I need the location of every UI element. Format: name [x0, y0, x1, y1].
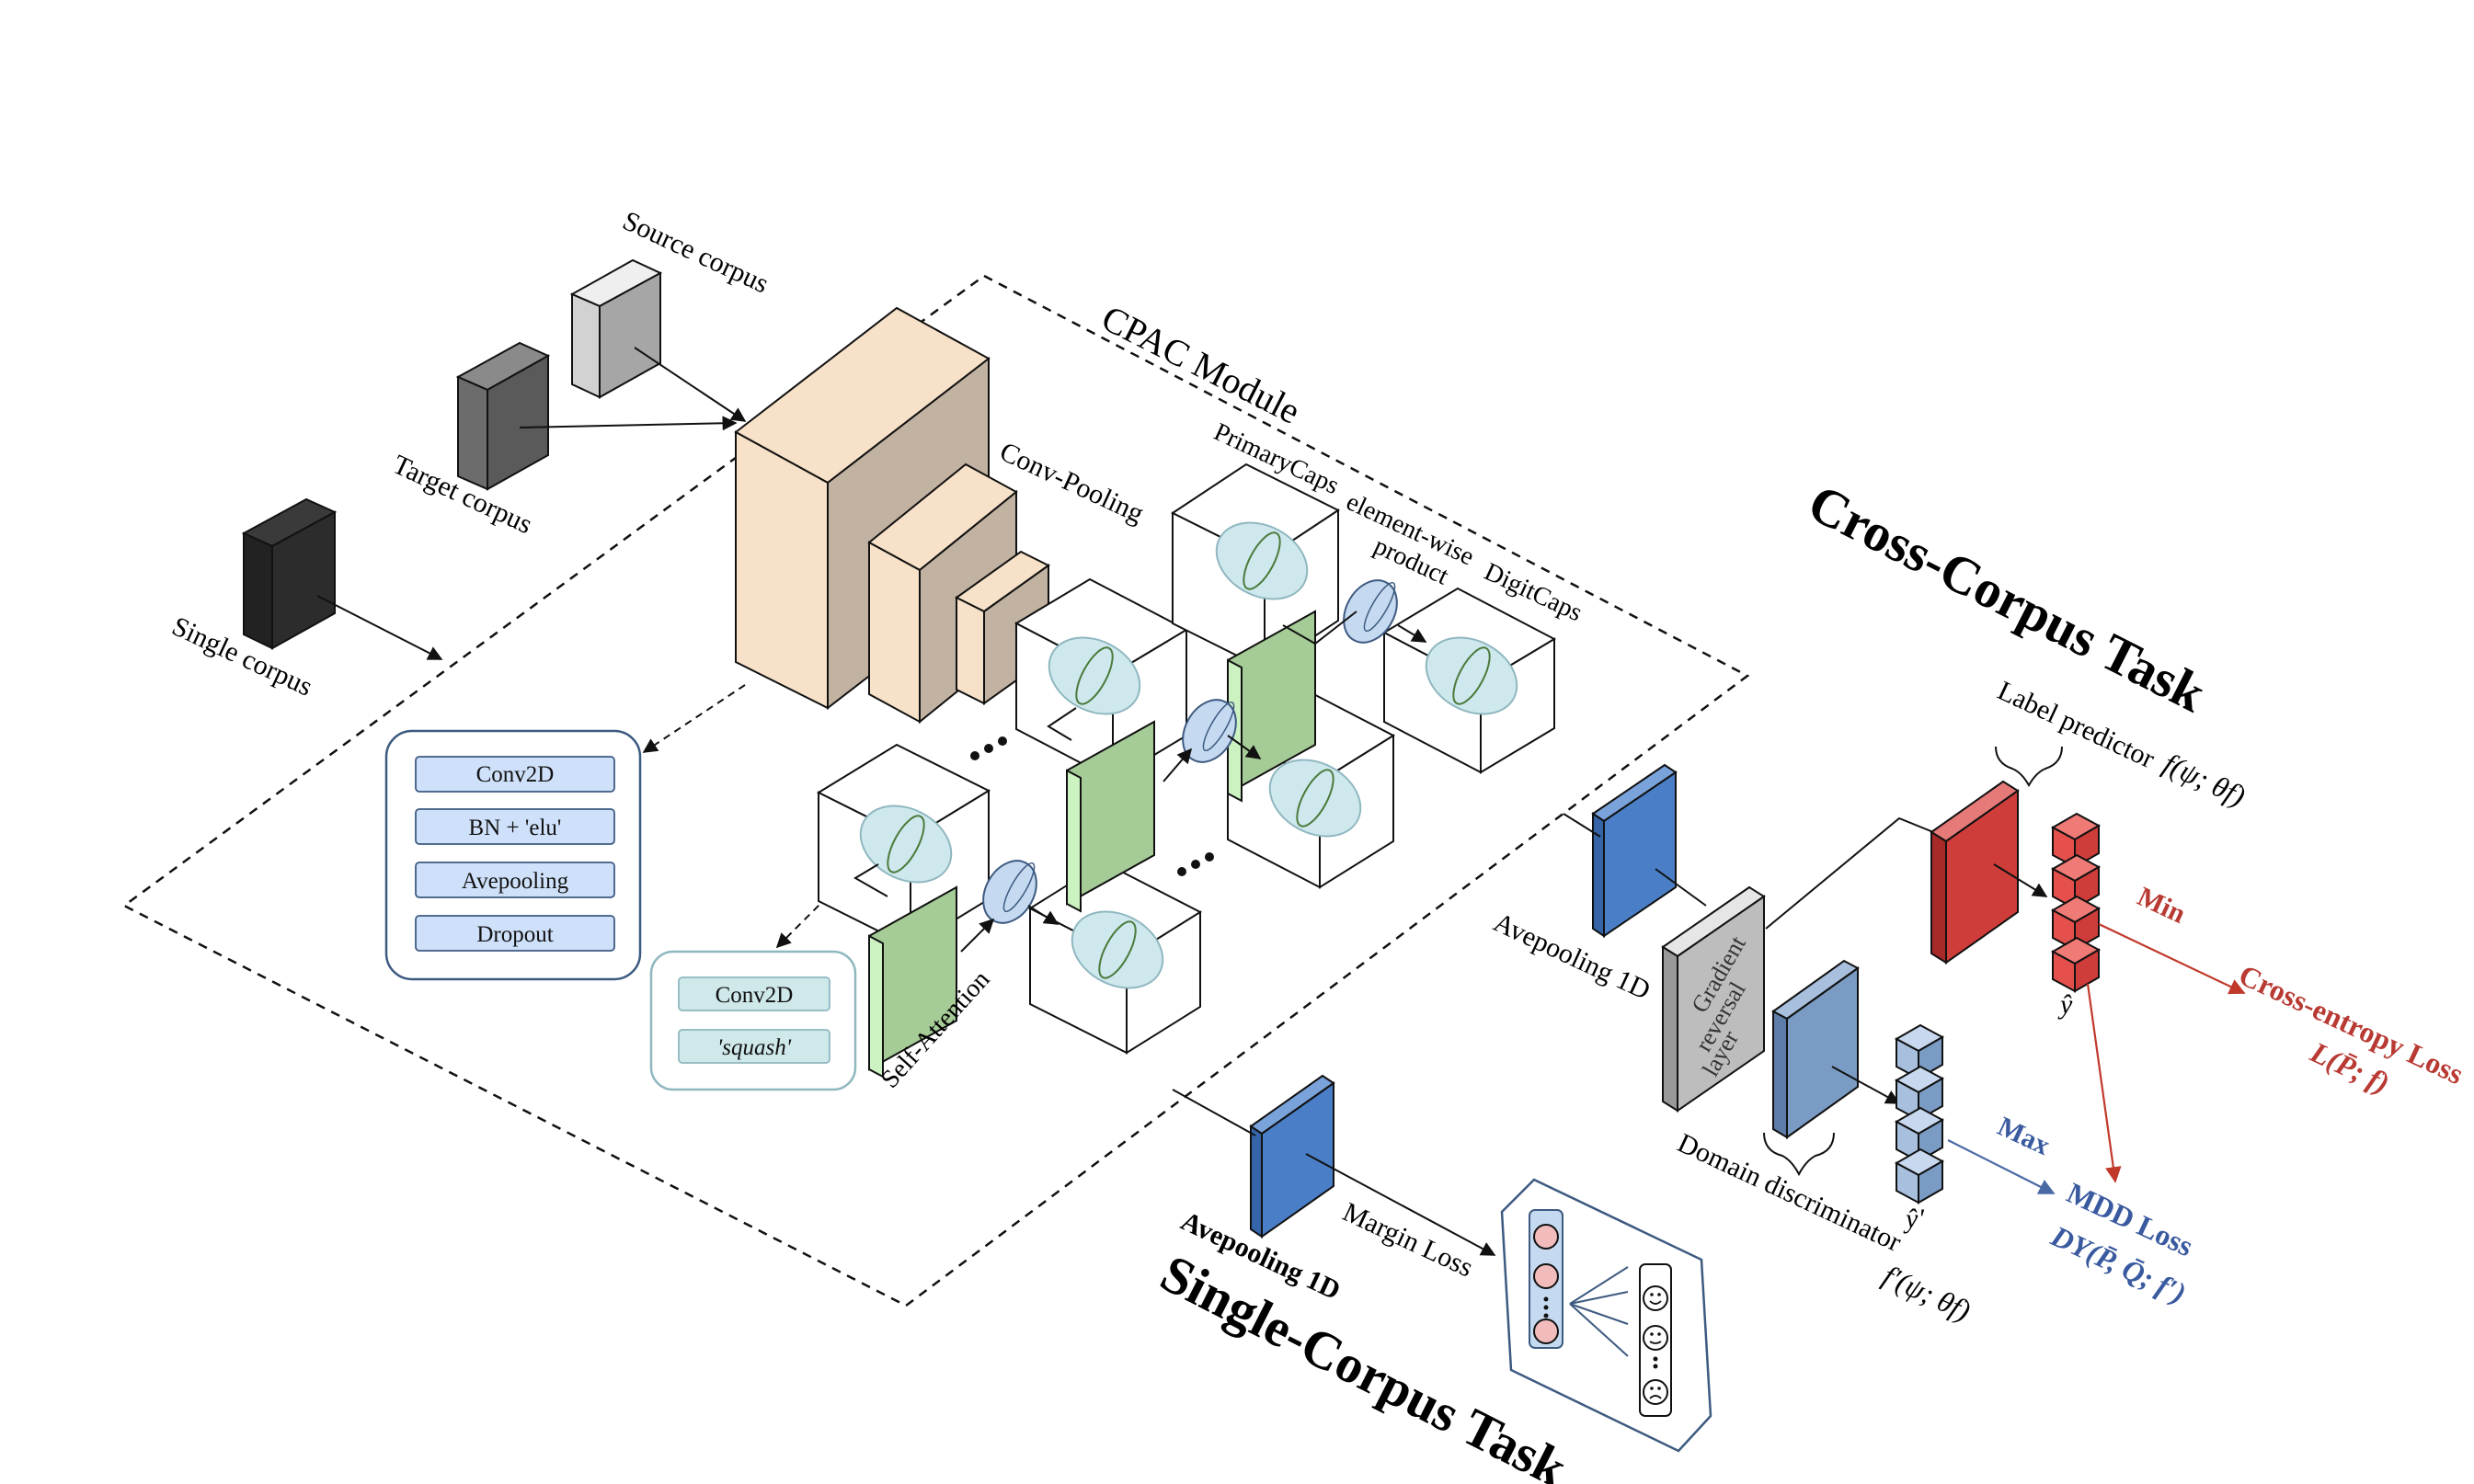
- domain-output-stack: [1894, 1023, 1945, 1204]
- layer-detail-box: Conv2D BN + 'elu' Avepooling Dropout: [384, 729, 642, 981]
- layer-dropout-label: Dropout: [476, 922, 553, 947]
- domain-discriminator-formula: f′(ψ; θf): [1878, 1259, 1976, 1328]
- primary-caps-cube-lower: [816, 743, 991, 949]
- squash-detail-box: Conv2D 'squash': [649, 950, 857, 1091]
- self-attention-panel-mid: [1066, 720, 1155, 913]
- cross-avepooling-block: [1591, 763, 1678, 938]
- layer-avepooling-label: Avepooling: [462, 869, 569, 894]
- cross-avepooling-label: Avepooling 1D: [1489, 907, 1655, 1005]
- domain-discriminator-block: [1771, 959, 1860, 1139]
- squash-function-label: 'squash': [717, 1035, 792, 1060]
- source-corpus-block: [569, 258, 663, 399]
- min-label: Min: [2133, 881, 2191, 930]
- gradient-reversal-layer: [1661, 885, 1766, 1113]
- layer-bn-elu-label: BN + 'elu': [469, 816, 562, 840]
- cpac-module-title: CPAC Module: [1095, 297, 1307, 432]
- label-predictor-block: [1930, 780, 2020, 965]
- self-attention-panel-lower: [868, 885, 957, 1079]
- digit-caps-cube-right: [1381, 587, 1557, 774]
- squash-conv2d-label: Conv2D: [716, 983, 794, 1008]
- target-corpus-block: [455, 341, 551, 491]
- y-hat-prime-label: ŷ': [1903, 1204, 1924, 1234]
- label-output-stack: [2050, 812, 2102, 993]
- ellipsis-dots-lower: [1177, 852, 1214, 876]
- primary-caps-cube-a: [1014, 577, 1189, 782]
- neutral-face-icon: [1643, 1325, 1668, 1351]
- layer-conv2d-label: Conv2D: [476, 762, 555, 787]
- conv-pooling-label: Conv-Pooling: [995, 436, 1149, 529]
- sad-face-icon: [1643, 1379, 1668, 1405]
- cpac-module-boundary: [121, 274, 1750, 1307]
- domain-discriminator-label: Domain discriminator: [1673, 1127, 1906, 1258]
- single-corpus-block: [241, 497, 338, 650]
- happy-face-icon: [1643, 1285, 1668, 1311]
- max-label: Max: [1993, 1111, 2055, 1161]
- y-hat-label: ŷ: [2057, 989, 2073, 1020]
- ellipsis-dots-upper: [970, 736, 1007, 760]
- elementwise-disk-mid: [1182, 699, 1237, 763]
- emotion-output-panel: [1500, 1178, 1712, 1453]
- label-predictor-formula: f(ψ; θf): [2159, 747, 2251, 813]
- elementwise-disk-upper: [1343, 579, 1398, 644]
- digit-caps-cube-bottom: [1027, 861, 1203, 1055]
- single-avepooling-block: [1249, 1074, 1335, 1239]
